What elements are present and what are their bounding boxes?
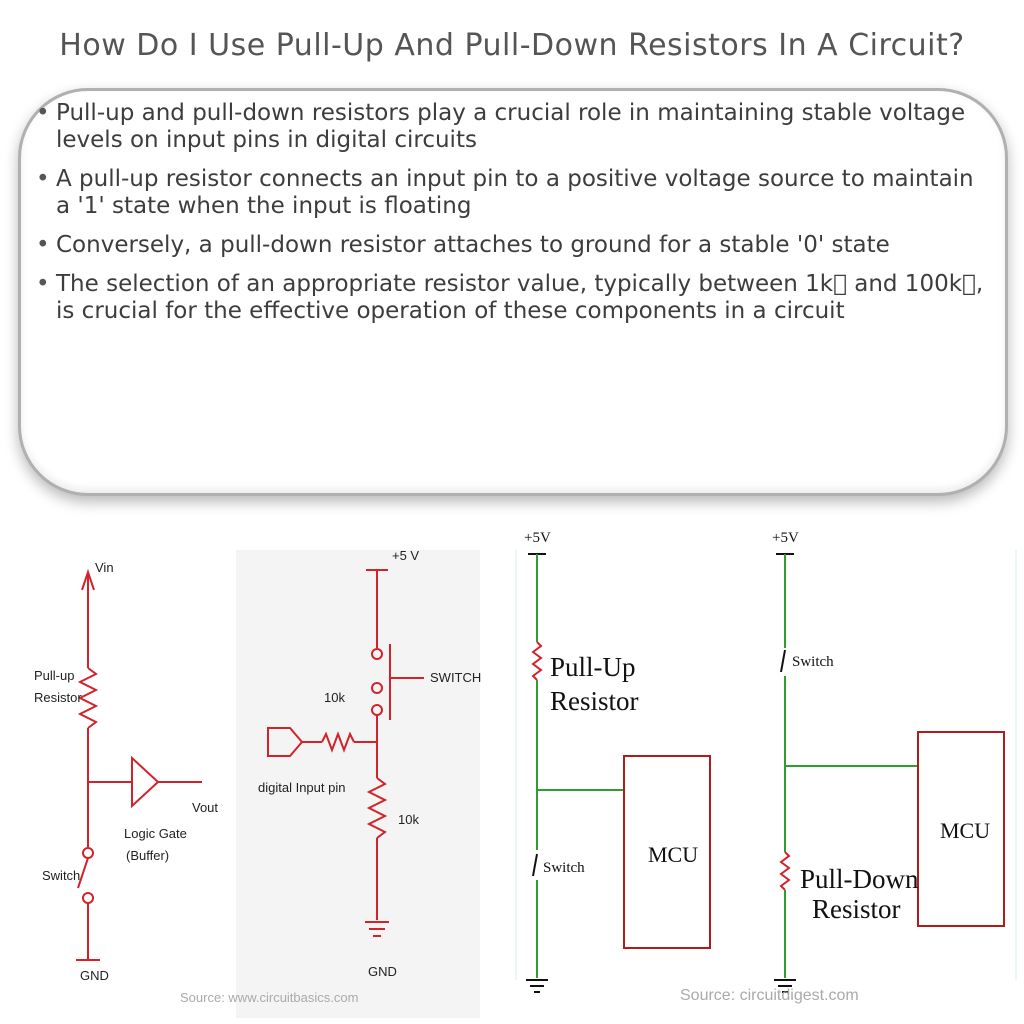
pullup-label-1: Pull-up (34, 668, 74, 683)
gate-label-1: Logic Gate (124, 826, 187, 841)
mcu-box (623, 755, 711, 949)
switch-label: SWITCH (430, 670, 481, 685)
switch-lever (532, 853, 538, 877)
pulldown-resistor-symbol (779, 851, 791, 891)
bullet-item: The selection of an appropriate resistor… (36, 271, 986, 325)
bullet-list: Pull-up and pull-down resistors play a c… (36, 100, 986, 337)
resistor-label-2: Resistor (550, 686, 639, 716)
source-note: Source: circuitdigest.com (680, 987, 859, 1004)
input-pin-label: digital Input pin (258, 780, 345, 795)
gnd-label: GND (368, 964, 397, 979)
pulldown-resistor-symbol (366, 777, 388, 839)
supply-label: +5V (524, 530, 551, 546)
page-title: How Do I Use Pull-Up And Pull-Down Resis… (59, 28, 965, 63)
switch-lever (77, 857, 89, 889)
switch-label: Switch (42, 868, 80, 883)
pullup-resistor-symbol (531, 641, 543, 681)
gnd-label: GND (80, 968, 109, 983)
resistor-label-1: Pull-Up (550, 652, 636, 682)
switch-label: Switch (543, 860, 585, 876)
bullet-item: A pull-up resistor connects an input pin… (36, 166, 986, 220)
diagram4 (774, 553, 1005, 993)
mcu-circuit-diagrams: +5V Pull-Up Resistor Switch MCU +5V Swit… (515, 530, 1017, 1004)
switch-lever (780, 649, 786, 673)
diagram3 (526, 553, 711, 993)
pullup-circuit-diagrams: Vin Pull-up Resistor Vout Logic Gate (Bu… (34, 548, 481, 1018)
supply-label: +5 V (392, 548, 419, 563)
input-pin-icon (267, 727, 304, 757)
mcu-box (917, 731, 1005, 927)
supply-label: +5V (772, 530, 799, 546)
gate-label-2: (Buffer) (126, 848, 169, 863)
mcu-label: MCU (940, 818, 990, 843)
diagram2-panel (236, 550, 480, 1018)
vin-label: Vin (95, 560, 114, 575)
bullet-item: Conversely, a pull-down resistor attache… (36, 232, 986, 259)
buffer-gate-icon (131, 755, 160, 809)
bullet-item: Pull-up and pull-down resistors play a c… (36, 100, 986, 154)
switch-label: Switch (792, 654, 834, 670)
mcu-label: MCU (648, 842, 698, 867)
diagram2 (267, 569, 424, 937)
pullup-label-2: Resistor (34, 690, 82, 705)
pullup-resistor-symbol (77, 667, 99, 729)
pulldown-value-label: 10k (398, 812, 419, 827)
source-note: Source: www.circuitbasics.com (180, 990, 358, 1005)
resistor-label-1: Pull-Down (800, 864, 919, 894)
series-resistor-symbol (321, 731, 355, 753)
series-resistor-label: 10k (324, 690, 345, 705)
resistor-label-2: Resistor (812, 894, 901, 924)
vout-label: Vout (192, 800, 218, 815)
diagram1 (76, 568, 202, 961)
